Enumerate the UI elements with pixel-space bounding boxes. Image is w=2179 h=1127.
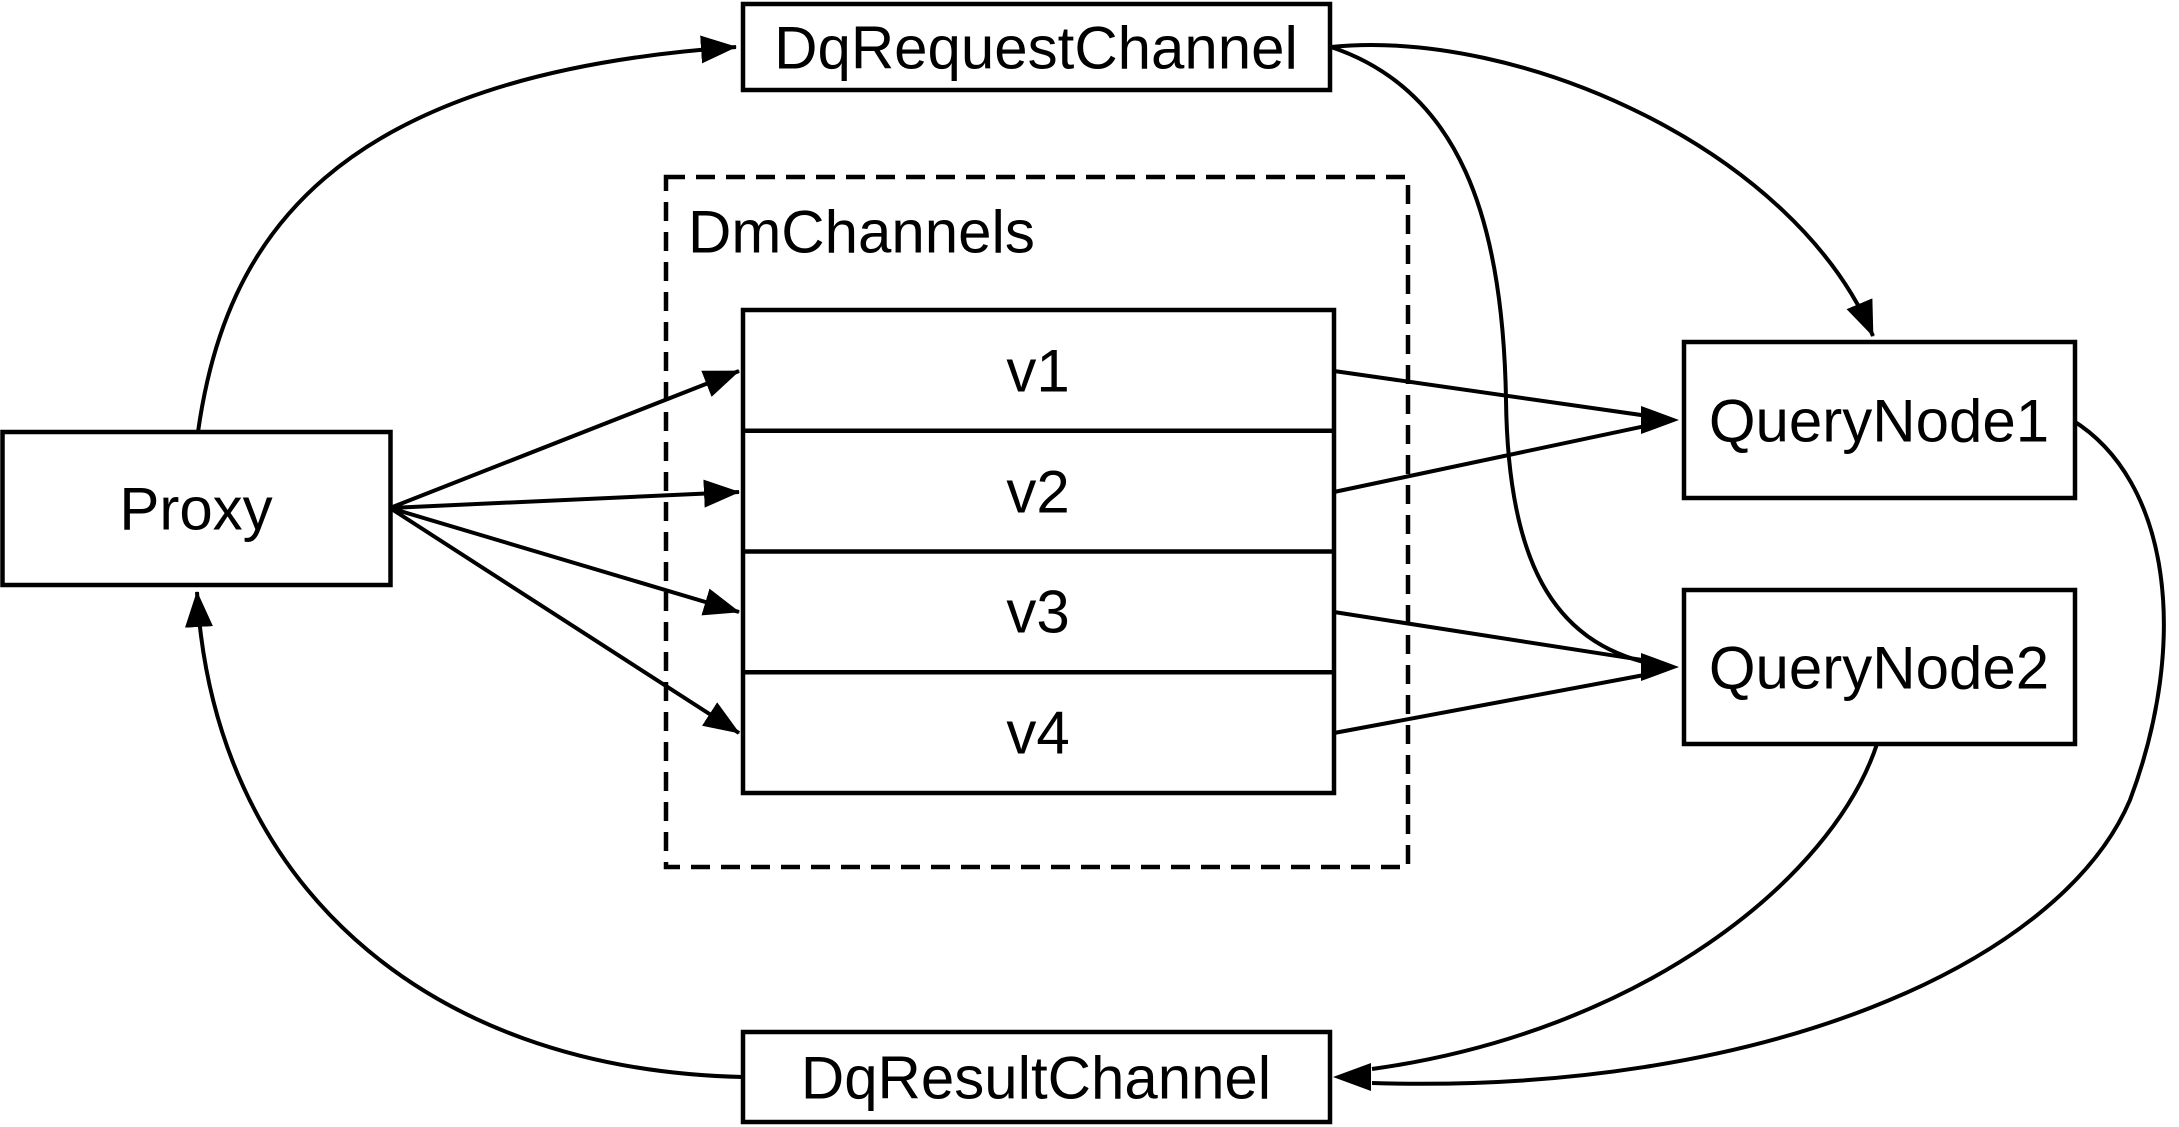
arrowhead-dqresultchannel-right: [1333, 1063, 1371, 1091]
channel-row-v2-label: v2: [1006, 459, 1069, 526]
edge-dqrequestchannel-to-querynode1: [1330, 43, 1875, 337]
query-node-2-label: QueryNode2: [1709, 635, 2049, 702]
edge-querynode1-to-dqresultchannel: [1371, 418, 2166, 1086]
edge-v3-to-querynode2: [1333, 610, 1656, 664]
dq-request-channel-node-label: DqRequestChannel: [774, 15, 1298, 82]
edge-querynode2-to-dqresultchannel: [1371, 743, 1879, 1071]
query-node-1-label: QueryNode1: [1709, 388, 2049, 455]
edge-dqrequestchannel-to-querynode2: [1330, 45, 1653, 666]
proxy-node-label: Proxy: [119, 476, 272, 543]
edge-proxy-to-dqrequestchannel: [196, 35, 737, 433]
dm-channels-group-box: [663, 174, 1411, 870]
edge-proxy-to-v3: [389, 506, 740, 616]
channel-row-v4-label: v4: [1006, 700, 1069, 767]
edge-proxy-to-v2: [389, 479, 740, 510]
dq-result-channel-node-box: [740, 1029, 1333, 1125]
edge-proxy-to-v4: [388, 506, 741, 735]
channel-row-v1-label: v1: [1006, 338, 1069, 405]
edge-proxy-to-v1: [389, 369, 740, 510]
dq-request-channel-node-box: [740, 1, 1333, 93]
channel-row-v3-label: v3: [1006, 579, 1069, 646]
edge-v4-to-querynode2: [1333, 671, 1656, 735]
edge-v2-to-querynode1: [1333, 422, 1656, 494]
dq-result-channel-node-label: DqResultChannel: [801, 1045, 1271, 1112]
proxy-node-box: [0, 429, 393, 588]
query-node-1-box: [1681, 339, 2078, 501]
edge-dqresultchannel-to-proxy: [185, 591, 744, 1079]
arrowhead-querynode1-left: [1641, 406, 1679, 434]
query-node-2-box: [1681, 587, 2078, 747]
arrowhead-querynode2-left: [1641, 653, 1679, 681]
edge-v1-to-querynode1: [1333, 369, 1656, 419]
dm-channels-group-label: DmChannels: [688, 199, 1035, 266]
